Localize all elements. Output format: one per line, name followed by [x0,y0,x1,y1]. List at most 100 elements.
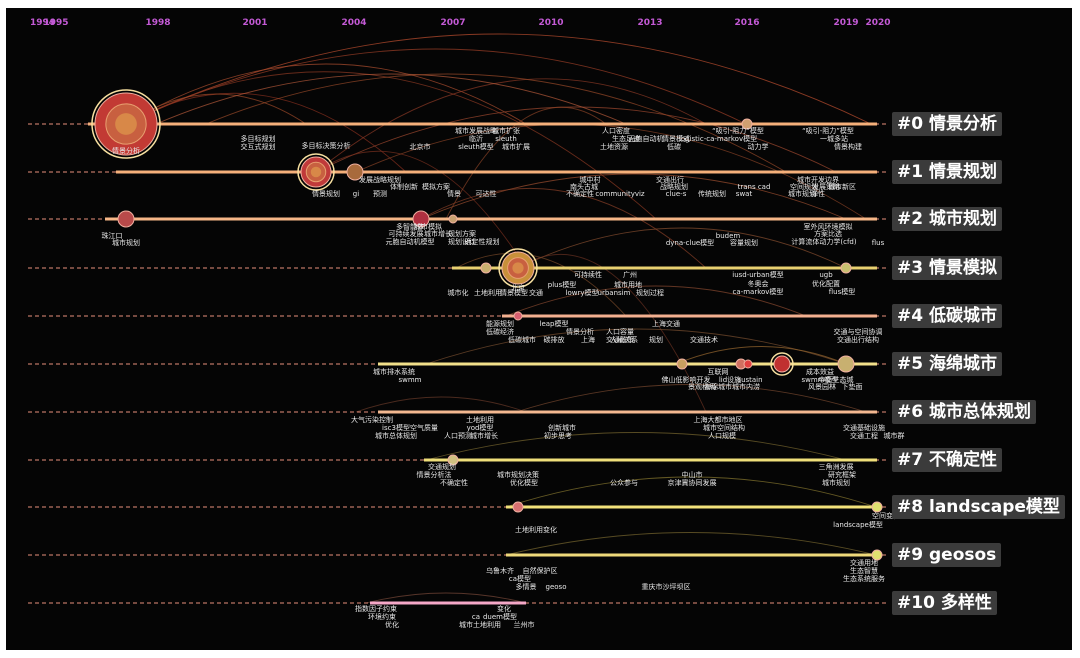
keyword-label: flus [872,239,885,247]
keyword-label: 人口密度 [602,126,630,135]
citation-arc [315,150,527,269]
keyword-label: 低碳 [667,142,681,151]
keyword-node[interactable] [412,210,430,228]
keyword-node[interactable] [447,454,459,466]
keyword-label: 动力学 [748,142,769,151]
keyword-node[interactable] [676,358,688,370]
keyword-label: 情景分析 [112,146,140,155]
cluster-label[interactable]: #2 城市规划 [892,207,1002,231]
keyword-label: sleuth模型 [458,142,494,151]
keyword-label: 上海 [581,335,595,344]
cluster-label[interactable]: #8 landscape模型 [892,495,1065,519]
keyword-label: “吸引-阻力”模型 [712,126,764,135]
keyword-label: 战略规划 [660,182,688,191]
keyword-label: lid设施 [719,375,741,384]
citation-arc [125,63,527,125]
keyword-node[interactable] [297,153,335,191]
citation-arc [455,252,627,317]
keyword-label: 城市增长 [470,431,498,440]
keyword-label: 容量规划 [730,238,758,247]
year-tick: 2007 [440,18,465,28]
cluster-label[interactable]: #3 情景模拟 [892,256,1002,280]
keyword-label: urbansim [598,289,631,297]
citation-arc [420,173,847,220]
keyword-label: 交通 [529,288,543,297]
citation-arc [155,73,627,125]
keyword-label: 景观格局 [688,382,716,391]
keyword-node[interactable] [871,549,883,561]
keyword-label: 公众参与 [610,478,638,487]
keyword-label: 城市内涝 [732,382,760,391]
keyword-label: swmm [398,376,421,384]
keyword-label: 城市群 [884,431,905,440]
keyword-label: 情景 [447,189,461,198]
keyword-label: sustain [737,376,762,384]
keyword-node[interactable] [91,89,161,159]
keyword-label: 自然保护区 [523,566,558,575]
keyword-label: 互联网 [708,367,729,376]
keyword-label: 城市规划 [112,238,140,247]
citation-arc [315,78,707,173]
keyword-label: 交通规划 [428,462,456,471]
keyword-label: 乌鲁木齐 [486,566,514,575]
cluster-label[interactable]: #0 情景分析 [892,112,1002,136]
cluster-label[interactable]: #1 情景规划 [892,160,1002,184]
keyword-label: logistic-ca-markov模型 [679,134,757,143]
keyword-label: 城市开发边界 [797,175,839,184]
keyword-label: 体制创新 [390,182,418,191]
keyword-label: iusd-urban模型 [732,270,783,279]
citation-arc [125,33,872,125]
keyword-label: 弹性 [811,189,825,198]
year-tick: 1998 [145,18,170,28]
keyword-label: “吸引-阻力”模型 [802,126,854,135]
year-tick: 2010 [538,18,563,28]
year-tick: 2019 [833,18,858,28]
keyword-label: 土地利用变化 [515,525,557,534]
keyword-label: 三角洲发展 [819,462,854,471]
keyword-label: 中山市 [682,470,703,479]
cluster-label[interactable]: #4 低碳城市 [892,304,1002,328]
keyword-node[interactable] [741,118,753,130]
keyword-label: 下垫面 [842,382,863,391]
keyword-node[interactable] [871,501,883,513]
cluster-label[interactable]: #7 不确定性 [892,448,1002,472]
keyword-node[interactable] [498,248,538,288]
keyword-label: 城市增长 [424,229,452,238]
keyword-node[interactable] [512,501,524,513]
keyword-label: 城市扩张 [492,126,520,135]
keyword-label: duem模型 [483,612,517,621]
cluster-label[interactable]: #9 geosos [892,543,1002,567]
keyword-node[interactable] [346,163,364,181]
keyword-label: 交通基础设施 [843,423,885,432]
keyword-node[interactable] [770,352,794,376]
keyword-node[interactable] [837,355,855,373]
keyword-label: 广州 [623,270,637,279]
keyword-label: 交通工程 [850,431,878,440]
keyword-label: 空气质量 [410,423,438,432]
keyword-label: ca模型 [509,574,531,583]
keyword-label: 规划过程 [636,288,664,297]
cluster-label[interactable]: #10 多样性 [892,591,997,615]
cluster-label[interactable]: #6 城市总体规划 [892,400,1036,424]
keyword-node[interactable] [513,311,523,321]
keyword-node[interactable] [117,210,135,228]
keyword-label: 不确定性 [566,189,594,198]
keyword-node[interactable] [743,359,753,369]
keyword-label: 确定性规划 [465,237,500,246]
citation-arc [355,396,527,413]
cluster-label[interactable]: #5 海绵城市 [892,352,1002,376]
keyword-node[interactable] [840,262,852,274]
keyword-label: 情景构建 [834,142,862,151]
keyword-node[interactable] [480,262,492,274]
citation-arc [205,73,787,173]
keyword-label: 方案比选 [814,229,842,238]
keyword-label: ca [472,613,480,621]
citation-arc [425,328,847,365]
keyword-label: 低碳城市 [508,335,536,344]
keyword-node[interactable] [448,214,458,224]
citation-arc [365,592,527,604]
keyword-label: geoso [546,583,567,591]
